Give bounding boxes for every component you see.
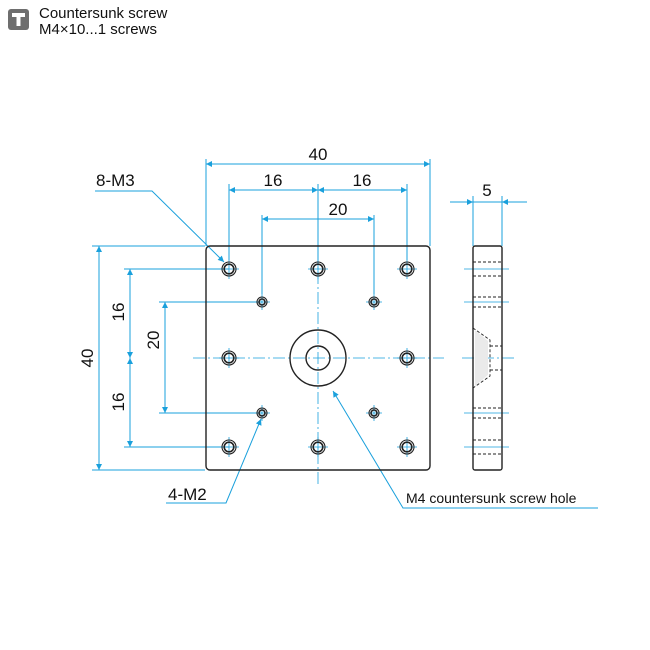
- side-view: [472, 245, 503, 471]
- dim-pitch-right: 16: [353, 171, 372, 190]
- center-countersunk-hole: [289, 329, 347, 387]
- callout-m2: 4-M2: [168, 485, 207, 504]
- front-view: [205, 245, 431, 471]
- dim-v-pitch-bottom: 16: [109, 393, 128, 412]
- dim-inner-pitch: 20: [329, 200, 348, 219]
- dimension-lines: [92, 159, 598, 509]
- plate-outline: [205, 245, 431, 471]
- centerlines: [193, 232, 517, 486]
- screw-icon: [8, 9, 29, 30]
- dim-height-total: 40: [78, 349, 97, 368]
- m3-holes: [221, 261, 415, 455]
- callout-center-hole: M4 countersunk screw hole: [406, 490, 577, 506]
- side-outline: [472, 245, 503, 471]
- header-line2: M4×10...1 screws: [39, 21, 157, 38]
- header: Countersunk screw M4×10...1 screws: [8, 6, 167, 38]
- header-text: Countersunk screw M4×10...1 screws: [39, 6, 167, 38]
- hole-centerlines: [219, 259, 509, 457]
- dim-v-pitch-top: 16: [109, 303, 128, 322]
- dim-thickness: 5: [482, 181, 491, 200]
- dim-width-total: 40: [309, 145, 328, 164]
- dim-v-inner-pitch: 20: [144, 331, 163, 350]
- m2-holes: [256, 296, 380, 419]
- header-line1: Countersunk screw: [39, 5, 168, 22]
- callout-labels: 8-M3 4-M2 M4 countersunk screw hole: [96, 171, 577, 506]
- callout-m3: 8-M3: [96, 171, 135, 190]
- dimension-labels: 40 16 16 20 5 40 16 16 20: [78, 145, 492, 411]
- dim-pitch-left: 16: [264, 171, 283, 190]
